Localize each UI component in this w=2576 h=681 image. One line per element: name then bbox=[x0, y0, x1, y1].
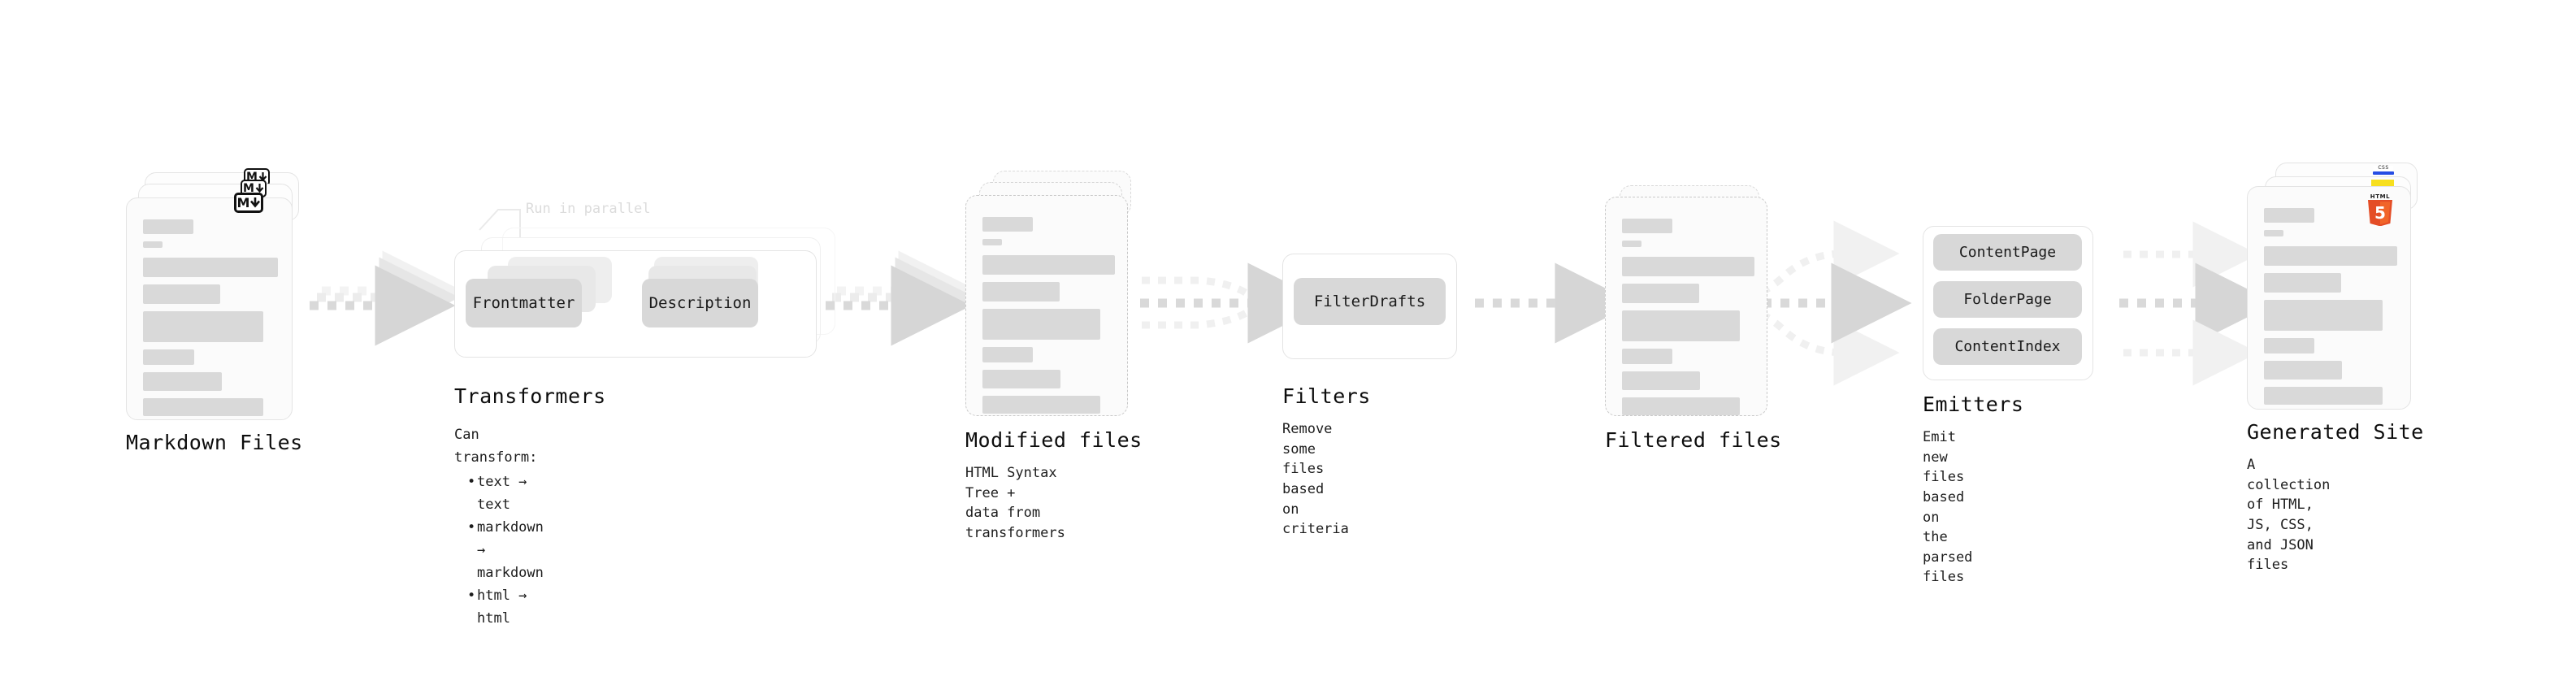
modified-placeholder-lines bbox=[982, 217, 1115, 421]
stage-title-generated-site: Generated Site bbox=[2247, 420, 2424, 444]
stage-title-modified-files: Modified files bbox=[965, 428, 1143, 452]
transformers-note-item: markdown → markdown bbox=[467, 516, 544, 584]
stage-subtitle-generated-site: A collection of HTML, JS, CSS, and JSON … bbox=[2247, 457, 2331, 574]
css-badge-label: CSS bbox=[2378, 165, 2389, 171]
stage-title-filtered-files: Filtered files bbox=[1605, 428, 1782, 452]
emitters-pill-folderpage[interactable]: FolderPage bbox=[1933, 281, 2082, 318]
modified-card-front bbox=[965, 195, 1128, 416]
stage-title-filters: Filters bbox=[1282, 384, 1371, 408]
stage-title-markdown-files: Markdown Files bbox=[126, 431, 303, 454]
transformer-pill-description[interactable]: Description bbox=[642, 279, 758, 327]
generated-placeholder-lines bbox=[2264, 208, 2397, 412]
stage-title-transformers: Transformers bbox=[454, 384, 606, 408]
markdown-card-front bbox=[126, 197, 293, 420]
stage-subtitle-filters: Remove some files based on criteria bbox=[1282, 421, 1349, 538]
html5-badge: HTML 5 bbox=[2366, 193, 2394, 227]
arrow-transformers-to-modified bbox=[826, 250, 979, 346]
transformer-pill-frontmatter[interactable]: Frontmatter bbox=[466, 279, 582, 327]
transformers-note-list: text → text markdown → markdown html → h… bbox=[454, 471, 544, 630]
markdown-arrow-icon bbox=[255, 183, 264, 193]
arrow-markdown-to-transformers bbox=[310, 250, 463, 346]
transformers-note-lead: Can transform: bbox=[454, 427, 538, 466]
markdown-placeholder-lines bbox=[143, 219, 278, 423]
arrow-modified-to-filters bbox=[1140, 262, 1329, 344]
arrow-emitters-to-site bbox=[2119, 221, 2276, 386]
stage-subtitle-emitters: Emit new files based on the parsed files bbox=[1923, 429, 1973, 586]
markdown-badge-letter: M bbox=[236, 194, 250, 210]
html5-badge-number: 5 bbox=[2374, 203, 2386, 223]
stage-title-emitters: Emitters bbox=[1923, 393, 2024, 416]
run-in-parallel-annotation: Run in parallel bbox=[526, 201, 651, 217]
transformers-note: Can transform: text → text markdown → ma… bbox=[454, 423, 544, 630]
markdown-badge: M bbox=[234, 193, 263, 213]
markdown-badge-letter: M bbox=[243, 182, 254, 195]
emitters-pill-contentindex[interactable]: ContentIndex bbox=[1933, 328, 2082, 365]
markdown-arrow-icon bbox=[250, 197, 261, 208]
css-badge-icon bbox=[2373, 171, 2394, 175]
css-badge-backing bbox=[2374, 166, 2393, 173]
transformers-note-item: text → text bbox=[467, 471, 544, 516]
html5-shield-icon: 5 bbox=[2368, 200, 2392, 227]
transformers-note-item: html → html bbox=[467, 584, 544, 630]
emitters-pill-contentpage[interactable]: ContentPage bbox=[1933, 234, 2082, 271]
stage-subtitle-modified-files: HTML Syntax Tree + data from transformer… bbox=[965, 465, 1065, 541]
html5-badge-caption: HTML bbox=[2370, 193, 2391, 200]
filtered-placeholder-lines bbox=[1622, 219, 1754, 423]
filtered-card-front bbox=[1605, 197, 1767, 416]
filters-pill-filterdrafts[interactable]: FilterDrafts bbox=[1294, 278, 1446, 325]
